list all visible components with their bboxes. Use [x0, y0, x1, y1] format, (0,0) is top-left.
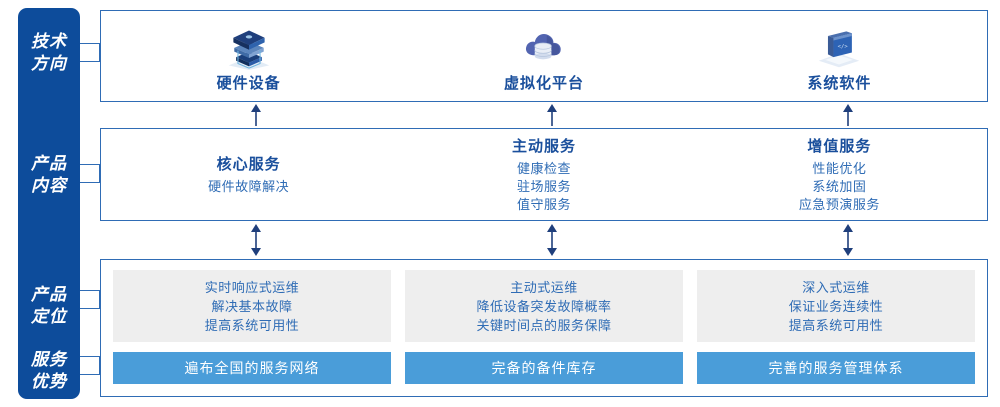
content-column-proactive[interactable]: 主动服务 健康检查 驻场服务 值守服务: [396, 129, 691, 220]
positioning-item: 主动式运维: [510, 279, 578, 295]
content-column-core[interactable]: 核心服务 硬件故障解决: [101, 129, 396, 220]
bottom-column-2: 主动式运维 降低设备突发故障概率 关键时间点的服务保障 完备的备件库存: [405, 270, 683, 384]
tech-column-system-software[interactable]: </> 系统软件: [692, 11, 987, 101]
connector-content-bottom: [80, 182, 100, 183]
positioning-card-3[interactable]: 深入式运维 保证业务连续性 提高系统可用性: [697, 270, 975, 342]
connector-tech-vert: [99, 43, 101, 62]
product-content-panel: 核心服务 硬件故障解决 主动服务 健康检查 驻场服务 值守服务 增值服务 性能优…: [100, 128, 988, 221]
connector-tech-bottom: [80, 61, 100, 62]
arrow-up-1: [251, 104, 261, 126]
arrow-updown-2: [547, 224, 557, 256]
tech-label-system-software: 系统软件: [807, 74, 872, 92]
connector-content-vert: [99, 164, 101, 183]
content-column-valueadd[interactable]: 增值服务 性能优化 系统加固 应急预演服务: [692, 129, 987, 220]
connector-advantage-bottom: [80, 374, 100, 375]
content-item: 系统加固: [812, 179, 867, 194]
connector-position-vert: [99, 290, 101, 309]
positioning-item: 保证业务连续性: [788, 298, 884, 314]
content-item: 健康检查: [516, 161, 571, 176]
tech-column-virtualization[interactable]: 虚拟化平台: [396, 11, 691, 101]
server-stack-icon: [228, 29, 269, 70]
arrow-up-2: [547, 104, 557, 126]
tech-column-hardware[interactable]: 硬件设备: [101, 11, 396, 101]
bottom-column-3: 深入式运维 保证业务连续性 提高系统可用性 完善的服务管理体系: [697, 270, 975, 384]
connector-advantage-top: [80, 356, 100, 357]
positioning-item: 降低设备突发故障概率: [476, 298, 612, 314]
content-title-core: 核心服务: [216, 156, 281, 173]
content-item: 硬件故障解决: [208, 179, 290, 194]
content-item: 驻场服务: [516, 179, 571, 194]
tech-label-hardware: 硬件设备: [216, 74, 281, 92]
content-item: 性能优化: [812, 161, 867, 176]
svg-text:</>: </>: [838, 43, 849, 49]
advantage-bar-2[interactable]: 完备的备件库存: [405, 352, 683, 384]
positioning-advantage-panel: 实时响应式运维 解决基本故障 提高系统可用性 遍布全国的服务网络 主动式运维 降…: [100, 259, 988, 397]
positioning-item: 提高系统可用性: [788, 317, 884, 333]
positioning-item: 实时响应式运维: [204, 279, 300, 295]
content-item: 应急预演服务: [798, 197, 880, 212]
tech-label-virtualization: 虚拟化平台: [503, 74, 584, 92]
advantage-bar-1[interactable]: 遍布全国的服务网络: [113, 352, 391, 384]
positioning-item: 解决基本故障: [211, 298, 293, 314]
positioning-item: 深入式运维: [802, 279, 870, 295]
category-rail: 技术 方向 产品 内容 产品 定位 服务 优势: [18, 8, 80, 399]
arrow-up-3: [843, 104, 853, 126]
positioning-card-1[interactable]: 实时响应式运维 解决基本故障 提高系统可用性: [113, 270, 391, 342]
rail-label-product-content: 产品 内容: [31, 154, 67, 195]
arrow-updown-1: [251, 224, 261, 256]
connector-tech-top: [80, 43, 100, 44]
positioning-card-2[interactable]: 主动式运维 降低设备突发故障概率 关键时间点的服务保障: [405, 270, 683, 342]
connector-content-top: [80, 164, 100, 165]
advantage-bar-3[interactable]: 完善的服务管理体系: [697, 352, 975, 384]
laptop-code-icon: </>: [819, 30, 860, 67]
connector-position-bottom: [80, 308, 100, 309]
positioning-item: 关键时间点的服务保障: [476, 317, 612, 333]
rail-label-service-advantage: 服务 优势: [31, 350, 67, 391]
content-item: 值守服务: [516, 197, 571, 212]
rail-label-product-position: 产品 定位: [31, 285, 67, 326]
content-title-proactive: 主动服务: [511, 138, 576, 155]
tech-direction-panel: 硬件设备 虚拟化平台: [100, 10, 988, 102]
connector-position-top: [80, 290, 100, 291]
arrow-updown-3: [843, 224, 853, 256]
positioning-item: 提高系统可用性: [204, 317, 300, 333]
connector-advantage-vert: [99, 356, 101, 375]
bottom-column-1: 实时响应式运维 解决基本故障 提高系统可用性 遍布全国的服务网络: [113, 270, 391, 384]
cloud-database-icon: [525, 33, 561, 59]
content-title-valueadd: 增值服务: [807, 138, 872, 155]
rail-label-tech-direction: 技术 方向: [31, 32, 67, 73]
